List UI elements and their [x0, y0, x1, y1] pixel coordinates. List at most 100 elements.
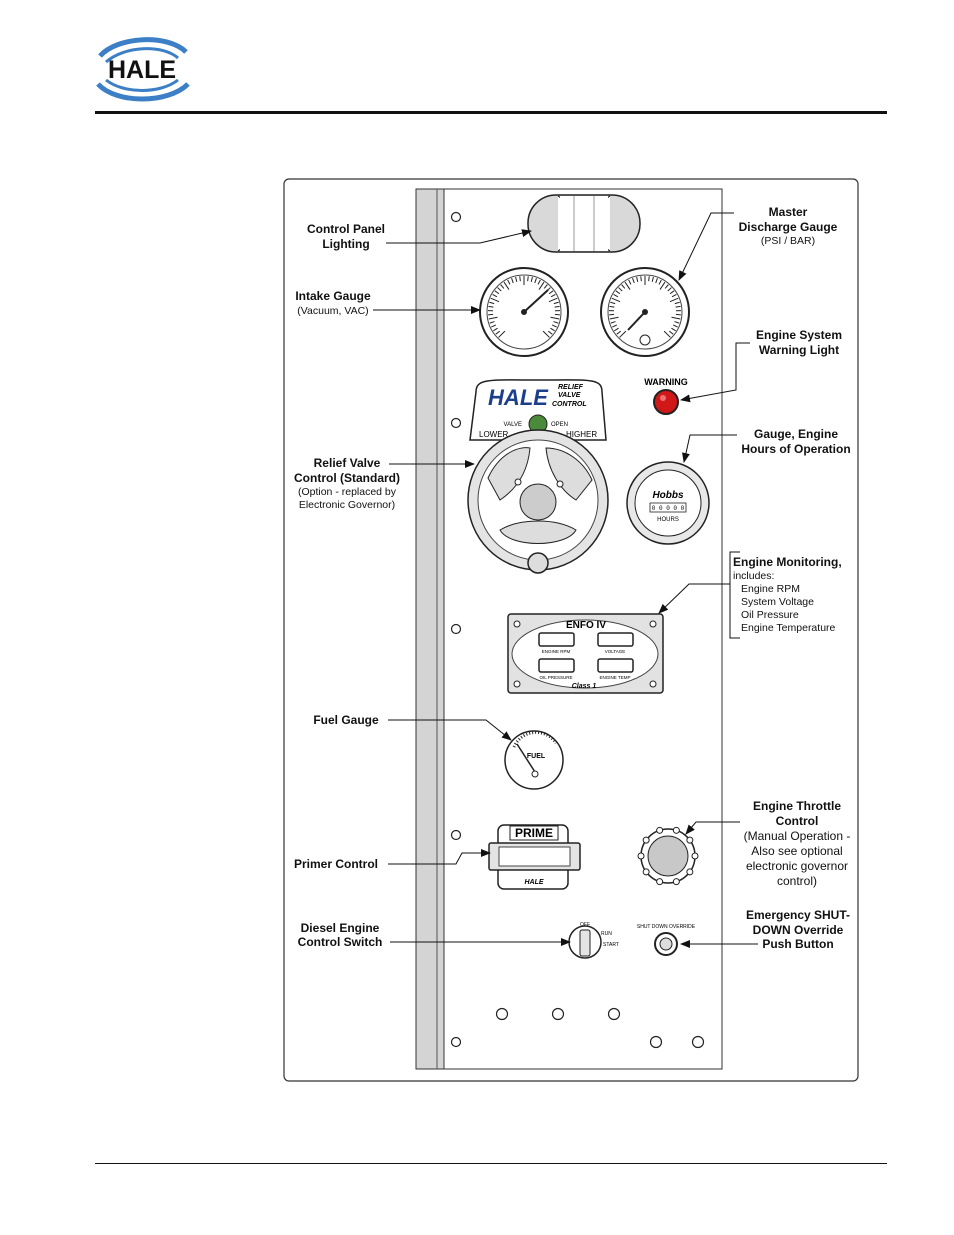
footer-rule: [95, 1163, 887, 1164]
gauge-tick: [658, 279, 662, 285]
hobbs-brand: Hobbs: [652, 490, 684, 501]
gauge-tick: [527, 276, 529, 282]
callout-relief-1: Relief Valve: [314, 456, 381, 470]
gauge-tick: [489, 321, 495, 324]
warning-light: WARNING: [644, 377, 688, 415]
gauge-tick: [612, 324, 618, 328]
gauge-tick: [543, 284, 548, 289]
knob-notch: [642, 836, 650, 844]
gauge-tick: [490, 297, 500, 303]
shutdown-override-label: SHUT DOWN OVERRIDE: [637, 924, 696, 930]
callout-diesel-2: Control Switch: [298, 935, 383, 949]
intake-gauge: [479, 267, 569, 357]
callout-intake-title: Intake Gauge: [295, 289, 371, 303]
primer-badge: HALE: [524, 879, 543, 886]
gauge-tick: [497, 287, 502, 292]
gauge-tick: [611, 297, 621, 303]
gauge-tick: [610, 321, 616, 324]
callout-shutdown-1: Emergency SHUT-: [746, 908, 850, 922]
enfo-oil-pressure: OIL PRESSURE: [539, 675, 572, 680]
callout-shutdown-2: DOWN Override: [753, 923, 844, 937]
callout-monitoring-item-2: System Voltage: [741, 596, 814, 608]
gauge-tick: [655, 278, 658, 284]
gauge-tick: [624, 281, 631, 290]
gauge-tick: [489, 301, 495, 305]
gauge-tick: [507, 279, 511, 285]
callout-warning-2: Warning Light: [759, 343, 839, 357]
callout-throttle-1: Engine Throttle: [753, 799, 841, 813]
gauge-tick: [488, 316, 498, 320]
diesel-engine-switch: OFF RUN START: [568, 922, 619, 959]
gauge-tick: [538, 281, 545, 290]
callout-monitoring-item-4: Engine Temperature: [741, 622, 836, 634]
callout-monitoring-title: Engine Monitoring,: [733, 555, 842, 569]
switch-start: START: [603, 942, 619, 948]
gauge-tick: [621, 284, 626, 289]
lower-label: LOWER: [479, 430, 509, 439]
relief-text-1: RELIEF: [558, 384, 584, 391]
throttle-knob: [637, 826, 699, 886]
callout-shutdown-3: Push Button: [762, 937, 833, 951]
switch-off: OFF: [580, 922, 590, 928]
gauge-tick: [537, 279, 541, 285]
gauge-tick: [500, 284, 505, 289]
gauge-tick: [515, 276, 518, 282]
gauge-tick: [664, 284, 669, 289]
callout-throttle-sub-3: electronic governor: [746, 859, 848, 873]
gauge-tick: [542, 330, 550, 338]
gauge-tick: [614, 327, 619, 332]
enfo-iv-display: ENFO IV ENGINE RPM VOLTAGE OIL PRESSURE …: [507, 613, 664, 694]
relief-text-3: CONTROL: [552, 401, 587, 408]
relief-valve-control: HALE RELIEF VALVE CONTROL VALVE OPEN LOW…: [467, 379, 609, 574]
master-discharge-gauge: [600, 267, 690, 357]
fuel-label: FUEL: [527, 753, 546, 760]
gauge-tick: [663, 330, 671, 338]
callout-throttle-sub-4: control): [777, 874, 817, 888]
gauge-tick: [671, 293, 677, 298]
knob-notch: [656, 826, 664, 834]
gauge-tick: [503, 281, 510, 290]
callout-hours-1: Gauge, Engine: [754, 427, 838, 441]
relief-text-2: VALVE: [558, 392, 581, 399]
gauge-tick: [628, 279, 632, 285]
gauge-tick: [636, 276, 639, 282]
callout-intake-sub: (Vacuum, VAC): [297, 305, 368, 317]
panel-screws: [450, 211, 705, 1049]
gauge-tick: [659, 281, 666, 290]
switch-run: RUN: [601, 931, 612, 937]
relief-valve-badge: HALE: [488, 385, 549, 410]
callout-relief-sub-2: Electronic Governor): [299, 499, 395, 511]
callout-warning-1: Engine System: [756, 328, 842, 342]
callout-relief-sub-1: (Option - replaced by: [298, 486, 397, 498]
callout-primer: Primer Control: [294, 857, 378, 871]
gauge-tick: [548, 290, 554, 295]
callout-throttle-sub-1: (Manual Operation -: [744, 829, 851, 843]
knob-notch: [656, 878, 664, 886]
gauge-tick: [618, 287, 623, 292]
callout-labels: Control Panel Lighting Intake Gauge (Vac…: [294, 205, 851, 951]
open-label: OPEN: [551, 422, 568, 428]
shutdown-override-button: SHUT DOWN OVERRIDE: [637, 924, 696, 956]
callout-leaders: [373, 212, 758, 948]
logo-text: HALE: [108, 56, 176, 84]
gauge-tick: [619, 330, 627, 338]
gauge-tick: [674, 321, 680, 324]
gauge-tick: [610, 301, 616, 305]
gauge-tick: [550, 316, 560, 320]
engine-hours-gauge: Hobbs 0 0 0 0 0 HOURS: [626, 461, 710, 545]
gauge-tick: [551, 324, 557, 328]
hale-logo: HALE: [96, 37, 190, 102]
knob-notch: [637, 852, 645, 860]
gauge-tick: [493, 327, 498, 332]
panel-hinge: [415, 188, 445, 1070]
callout-lighting-1: Control Panel: [307, 222, 385, 236]
callout-monitoring-includes: includes:: [733, 570, 774, 582]
header-rule: [95, 111, 887, 114]
gauge-tick: [615, 290, 621, 295]
primer-control: PRIME HALE: [488, 824, 581, 890]
knob-notch: [672, 878, 680, 886]
gauge-tick: [488, 305, 494, 308]
callout-lighting-2: Lighting: [322, 237, 369, 251]
valve-label: VALVE: [504, 422, 522, 428]
